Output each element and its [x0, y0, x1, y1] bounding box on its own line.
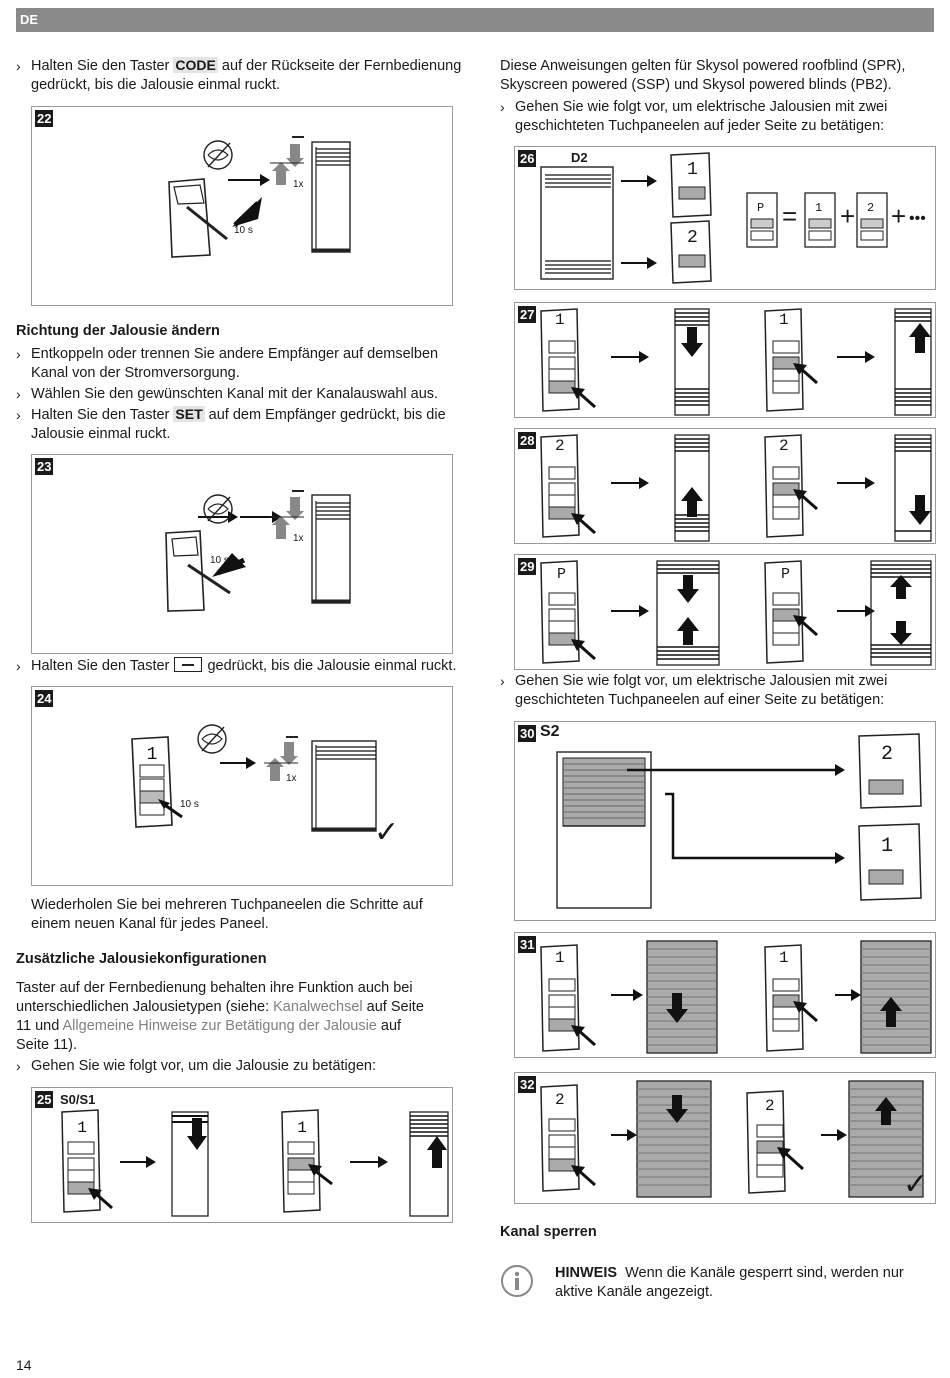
figure-26: 26 D2 1 2 P = 1 + 2 + ••• — [514, 146, 936, 290]
remote-back-illustration — [168, 136, 351, 258]
figure-number: 24 — [35, 690, 54, 707]
figure-32: 32 2 2 ✓ — [514, 1072, 936, 1204]
channel-digit-1-small: 1 — [815, 201, 823, 215]
bullet-einer-seite: Gehen Sie wie folgt vor, um elektrische … — [500, 672, 945, 710]
stacked-panel-diagram — [556, 733, 922, 909]
figure-29: 29 P P — [514, 554, 936, 670]
plus-sign: + — [891, 201, 907, 231]
figure-number: 26 — [518, 150, 537, 167]
paragraph-repeat: Wiederholen Sie bei mehreren Tuchpaneele… — [31, 897, 423, 932]
set-key: SET — [173, 406, 205, 422]
page-number: 14 — [16, 1357, 32, 1373]
figure-24: 24 1 10 s 1x ✓ — [31, 686, 453, 886]
channel-digit: 1 — [555, 949, 565, 967]
figure-number: 25 — [35, 1091, 54, 1108]
channel-digit-2: 2 — [881, 743, 894, 766]
duration-label: 10 s — [180, 799, 199, 810]
minus-key-icon — [174, 657, 203, 672]
figure-27: 27 1 1 — [514, 302, 936, 418]
channel-digit: 2 — [555, 437, 565, 455]
channel-digit: P — [557, 566, 567, 583]
figure-30: 30 S2 2 1 — [514, 721, 936, 921]
channel-digit: 1 — [779, 949, 789, 967]
bullet-set: Halten Sie den Taster SET auf dem Empfän… — [16, 406, 476, 444]
figure-23: 23 10 s 1x — [31, 454, 453, 654]
bullet-betaetigen: Gehen Sie wie folgt vor, um die Jalousie… — [16, 1057, 476, 1076]
paragraph-taster: Taster auf der Fernbedienung behalten ih… — [16, 980, 424, 1053]
channel-digit-1: 1 — [687, 160, 698, 180]
figure-number: 32 — [518, 1076, 537, 1093]
figure-number: 23 — [35, 458, 54, 475]
panel-2-steps — [540, 434, 932, 542]
plus-sign: + — [840, 201, 856, 231]
figure-31: 31 1 1 — [514, 932, 936, 1058]
figure-22: 22 10 s 1x — [31, 106, 453, 306]
count-label: 1x — [293, 179, 304, 190]
count-label: 1x — [293, 533, 304, 544]
channel-digit: 1 — [779, 311, 789, 329]
channel-digit-p: P — [757, 201, 765, 215]
channel-digit: 2 — [765, 1097, 775, 1115]
channel-digit-2-small: 2 — [867, 201, 875, 215]
heading-zusatz: Zusätzliche Jalousiekonfigurationen — [16, 951, 267, 967]
figure-number: 31 — [518, 936, 537, 953]
channel-digit-1: 1 — [881, 835, 894, 858]
figure-number: 29 — [518, 558, 537, 575]
check-mark-icon: ✓ — [903, 1168, 929, 1201]
language-tag: DE — [20, 12, 39, 27]
channel-digit-2: 2 — [687, 228, 698, 248]
channel-digit: P — [781, 566, 791, 583]
bullet-jeder-seite: Gehen Sie wie folgt vor, um elektrische … — [500, 98, 945, 136]
figure-28: 28 2 2 — [514, 428, 936, 544]
channel-digit: 2 — [779, 437, 789, 455]
bullet-minus: Halten Sie den Taster gedrückt, bis die … — [16, 657, 476, 676]
channel-digit: 1 — [555, 311, 565, 329]
paragraph-intro: Diese Anweisungen gelten für Skysol powe… — [500, 58, 906, 93]
remote-front-illustration: 1 — [131, 724, 377, 832]
header-bar: DE — [16, 8, 934, 32]
figure-label: S2 — [540, 723, 560, 740]
channel-digit: 2 — [555, 1091, 565, 1109]
dual-panel-diagram — [540, 152, 888, 284]
info-icon — [501, 1265, 533, 1297]
stacked-1-steps — [540, 940, 932, 1054]
note-label: HINWEIS — [555, 1265, 618, 1281]
remote-blind-steps: 1 1 — [61, 1109, 449, 1217]
figure-number: 27 — [518, 306, 537, 323]
note-box: HINWEIS Wenn die Kanäle gesperrt sind, w… — [500, 1262, 930, 1312]
count-label: 1x — [286, 773, 297, 784]
check-mark-icon: ✓ — [374, 816, 400, 849]
stacked-2-steps — [540, 1080, 924, 1198]
panel-1-steps — [540, 308, 932, 416]
instruction-code: Halten Sie den Taster CODE auf der Rücks… — [16, 57, 476, 95]
figure-number: 22 — [35, 110, 54, 127]
ellipsis-dots: ••• — [909, 210, 926, 227]
figure-label: S0/S1 — [60, 1092, 96, 1107]
bullet-kanal: Wählen Sie den gewünschten Kanal mit der… — [16, 385, 476, 404]
bullet-entkoppeln: Entkoppeln oder trennen Sie andere Empfä… — [16, 345, 476, 383]
svg-text:1: 1 — [147, 745, 158, 765]
figure-number: 28 — [518, 432, 537, 449]
heading-richtung: Richtung der Jalousie ändern — [16, 323, 220, 339]
svg-text:1: 1 — [297, 1119, 307, 1137]
svg-text:1: 1 — [77, 1119, 87, 1137]
link-allgemeine-hinweise[interactable]: Allgemeine Hinweise zur Betätigung der J… — [62, 1018, 377, 1034]
link-kanalwechsel[interactable]: Kanalwechsel — [273, 999, 363, 1015]
note-text: HINWEIS Wenn die Kanäle gesperrt sind, w… — [555, 1265, 904, 1300]
receiver-illustration — [165, 490, 351, 612]
duration-label: 10 s — [210, 555, 229, 566]
figure-25: 25 S0/S1 1 1 — [31, 1087, 453, 1223]
figure-number: 30 — [518, 725, 537, 742]
figure-label: D2 — [571, 150, 588, 165]
heading-kanal-sperren: Kanal sperren — [500, 1224, 597, 1240]
duration-label: 10 s — [234, 225, 253, 236]
panel-p-steps — [540, 560, 932, 666]
equals-sign: = — [782, 201, 798, 231]
code-key: CODE — [173, 57, 218, 73]
